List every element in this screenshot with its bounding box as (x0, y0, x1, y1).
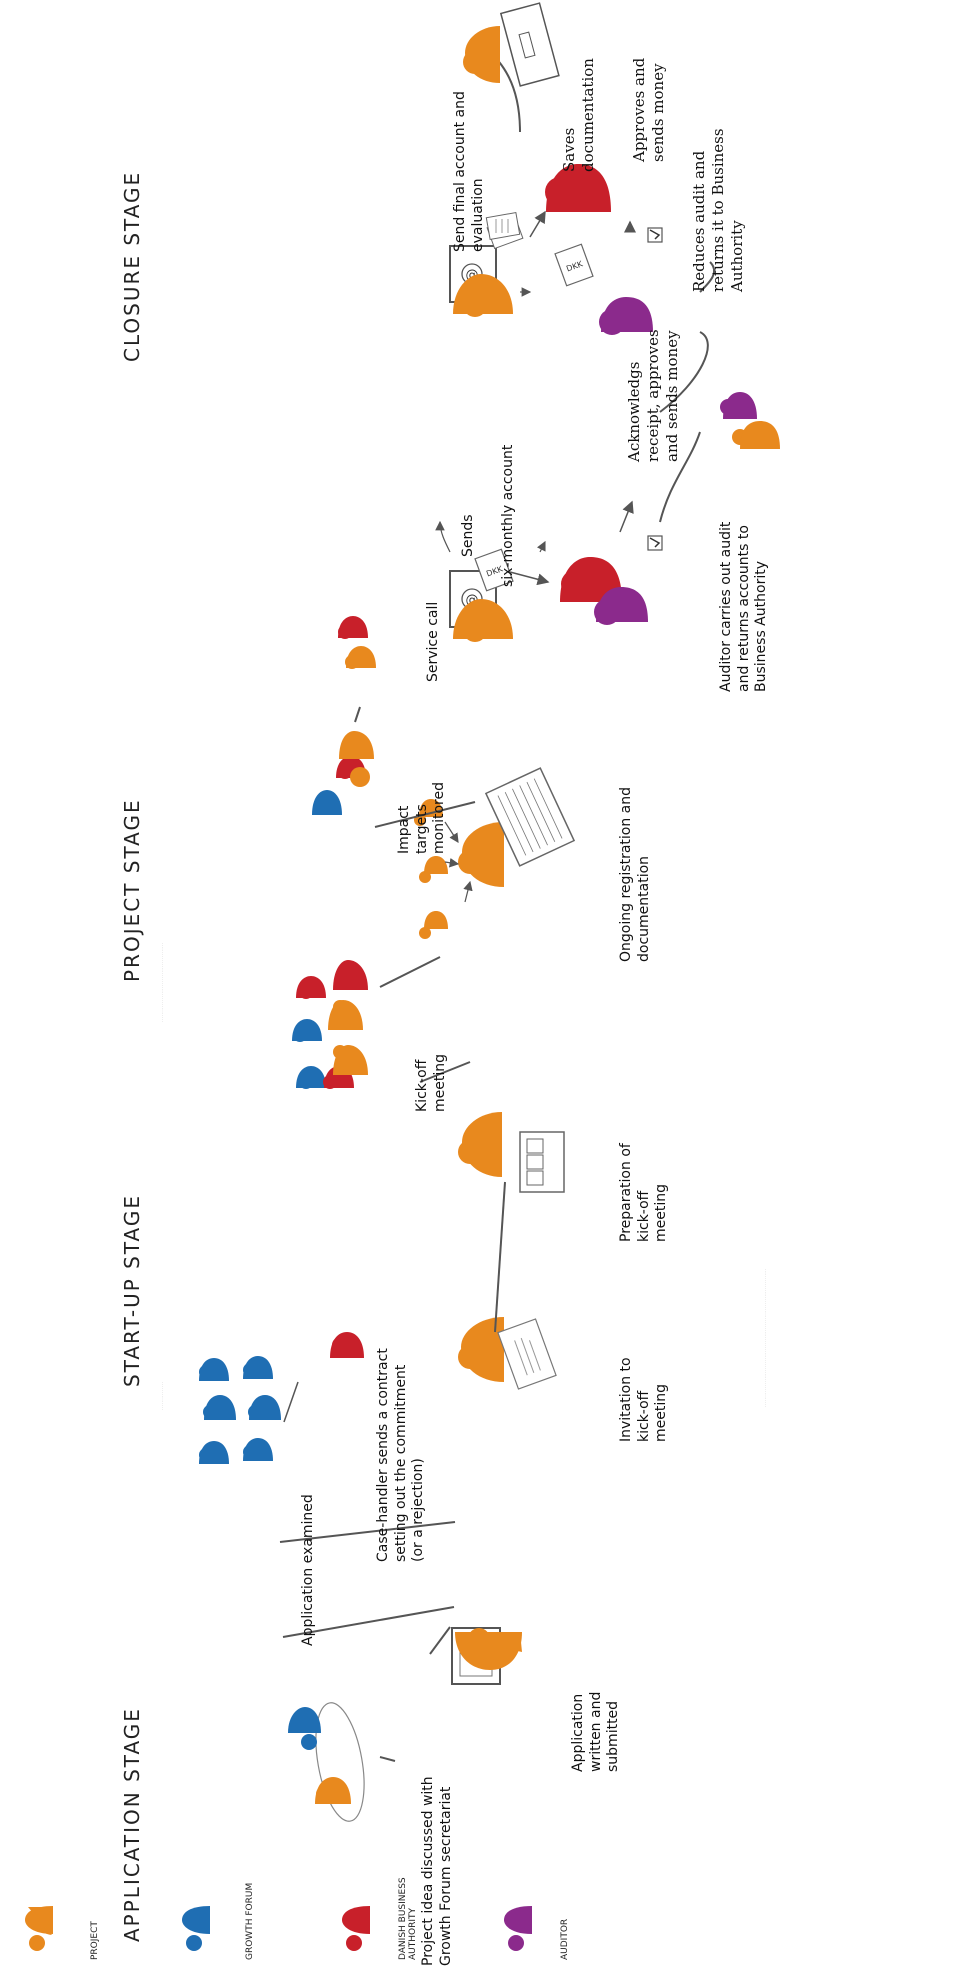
stage-title-startup: START-UP STAGE (120, 1194, 144, 1387)
ongoing-registration-icon (414, 767, 576, 939)
stage-title-project: PROJECT STAGE (120, 798, 144, 982)
growth-forum-group-icon (199, 1356, 281, 1464)
archive-box-icon (463, 2, 560, 87)
legend-auditor-label: AUDITOR (560, 1918, 570, 1960)
stage-divider-1: . . . . . . . . . . . . . . . (160, 1382, 164, 1410)
stage-title-application: APPLICATION STAGE (120, 1707, 144, 1942)
label-application-examined: Application examined (300, 1494, 316, 1646)
legend-growth-forum-icon (182, 1906, 210, 1951)
legend-project-icon (25, 1906, 53, 1951)
growth-forum-meeting-icon (288, 1702, 365, 1822)
legend-auditor-icon (504, 1906, 532, 1951)
label-impact: Impact targets monitored (396, 782, 447, 854)
label-acknowledges: Acknowledgs receipt, approves and sends … (625, 329, 681, 462)
monitoring-group-icon (312, 731, 374, 815)
label-reduces: Reduces audit and returns it to Business… (690, 128, 746, 292)
label-application-written: Application written and submitted (570, 1691, 621, 1772)
auditor-project-icon (594, 587, 648, 625)
stage-divider-3: . . . . . . . . . . . . . . . . . . . . … (763, 1268, 767, 1407)
preparation-board-icon (458, 1112, 565, 1193)
closure-auditor-icon (599, 297, 653, 335)
closure-project-computer-icon: @ (449, 245, 513, 317)
label-auditor-audit: Auditor carries out audit and returns ac… (718, 521, 769, 692)
closure-business-authority-icon (545, 164, 611, 212)
project-letter-icon (458, 1317, 557, 1390)
label-service-call: Service call (425, 601, 441, 682)
label-project-idea: Project idea discussed with Growth Forum… (420, 1776, 454, 1966)
monitoring-pair-icon (338, 616, 376, 669)
closure-check-icon (647, 227, 663, 243)
label-invitation: Invitation to kick-off meeting (618, 1357, 669, 1442)
closure-dkk-document-icon: DKK (554, 243, 594, 287)
case-handler-icon (330, 1332, 364, 1358)
legend-project-label: PROJECT (90, 1921, 100, 1960)
stage-title-closure: CLOSURE STAGE (120, 170, 144, 362)
label-kickoff: Kick-off meeting (414, 1053, 448, 1112)
dkk-document-icon: DKK (474, 548, 514, 592)
kickoff-meeting-group-icon (292, 960, 368, 1089)
project-applicant-computer-icon: www (451, 1627, 522, 1685)
label-sends: Sends (460, 514, 476, 557)
check-icon (647, 535, 663, 551)
business-authority-icon (560, 557, 622, 602)
label-send-final: Send final account and evaluation (452, 91, 486, 252)
label-preparation: Preparation of kick-off meeting (618, 1143, 669, 1242)
auditor-project-pair-icon (720, 392, 780, 449)
label-approves: Approves and sends money (630, 57, 667, 162)
label-six-monthly: six-monthly account (500, 444, 516, 587)
label-saves: Saves documentation (560, 58, 597, 172)
label-case-handler: Case-handler sends a contract setting ou… (375, 1348, 426, 1562)
label-ongoing: Ongoing registration and documentation (618, 786, 652, 962)
legend-danish-business-label: DANISH BUSINESS AUTHORITY (398, 1877, 419, 1960)
legend-danish-business-icon (342, 1906, 370, 1951)
legend-growth-forum-label: GROWTH FORUM (245, 1882, 255, 1960)
evaluation-documents-icon (485, 211, 524, 250)
stage-divider-2: . . . . . . . . . . . . . . . . . . . . … (160, 942, 164, 1022)
